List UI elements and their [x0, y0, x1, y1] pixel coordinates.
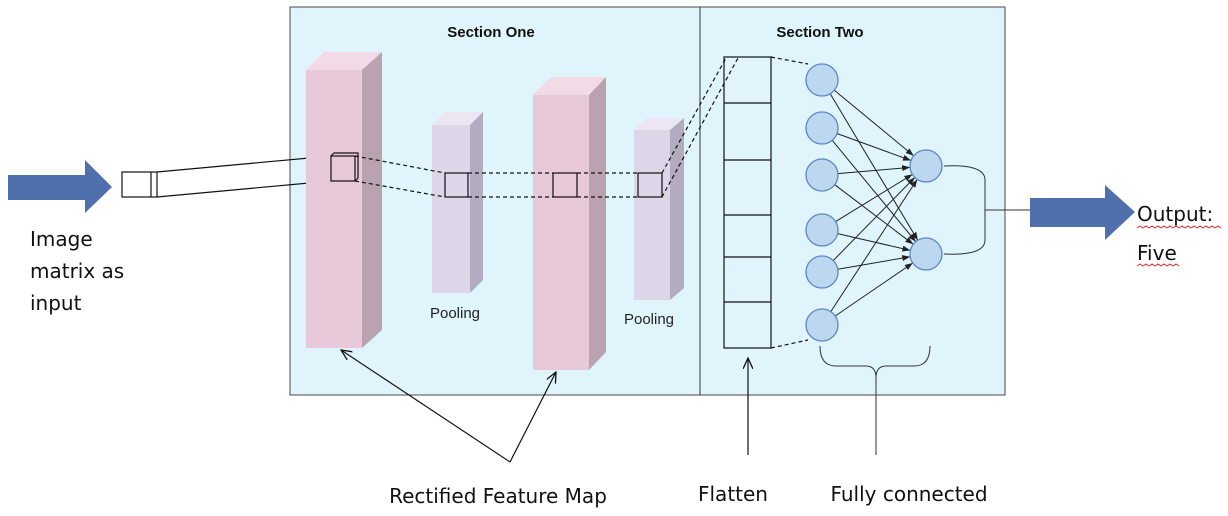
edge: [832, 177, 916, 261]
caption-rectified-feature-map: Rectified Feature Map: [389, 484, 607, 508]
caption-flatten: Flatten: [698, 482, 768, 506]
pooling-label-1: Pooling: [430, 305, 480, 322]
kernel-square-1: [330, 152, 359, 182]
edge: [831, 139, 917, 243]
fully-connected-edges: [829, 89, 919, 317]
hidden-layer: [805, 63, 839, 342]
edge: [830, 179, 918, 312]
output-layer: [909, 149, 943, 271]
feature-map-pointer-arrow-1: [341, 350, 511, 463]
neuron: [909, 237, 943, 271]
pooling-label-2: Pooling: [624, 311, 674, 328]
edge: [833, 89, 915, 157]
spellcheck-underline: [1136, 263, 1180, 267]
feature-map-pointer-arrow-2: [509, 372, 556, 463]
edge: [837, 165, 911, 175]
edge: [837, 233, 911, 252]
input-projection-bottom: [156, 180, 332, 198]
edge: [834, 262, 914, 317]
input-label-line-3: input: [30, 291, 82, 315]
caption-fully-connected: Fully connected: [830, 482, 987, 506]
feature-map-block-2: [533, 77, 606, 370]
neuron: [805, 255, 839, 289]
neuron: [805, 158, 839, 192]
flatten-vector: [723, 56, 772, 349]
output-label-line-2: Five: [1137, 241, 1177, 265]
kernel-square-2: [444, 172, 469, 198]
input-label-line-2: matrix as: [30, 259, 124, 283]
neuron: [909, 149, 943, 183]
kernel-square-4: [637, 172, 663, 198]
edge: [834, 184, 914, 245]
edge: [836, 133, 912, 161]
dashed-projections: [354, 56, 809, 349]
pooling-block-2: [634, 118, 684, 300]
feature-map-block-1: [306, 52, 382, 348]
output-arrow: [1030, 185, 1135, 240]
input-projection-top: [156, 155, 332, 173]
edge: [829, 93, 919, 241]
neuron: [805, 213, 839, 247]
input-label-line-1: Image: [30, 227, 93, 251]
section-one-title: Section One: [447, 24, 535, 41]
input-patch-box: [121, 171, 158, 198]
pooling-block-1: [432, 112, 483, 293]
neuron: [805, 111, 839, 145]
spellcheck-underline: [1136, 225, 1222, 229]
edge: [837, 255, 911, 270]
neuron: [805, 63, 839, 97]
edge: [835, 173, 913, 223]
output-label-line-1: Output:: [1137, 202, 1213, 226]
section-two-title: Section Two: [776, 24, 863, 41]
neuron: [805, 308, 839, 342]
kernel-square-3: [552, 172, 578, 198]
input-arrow: [8, 160, 112, 213]
